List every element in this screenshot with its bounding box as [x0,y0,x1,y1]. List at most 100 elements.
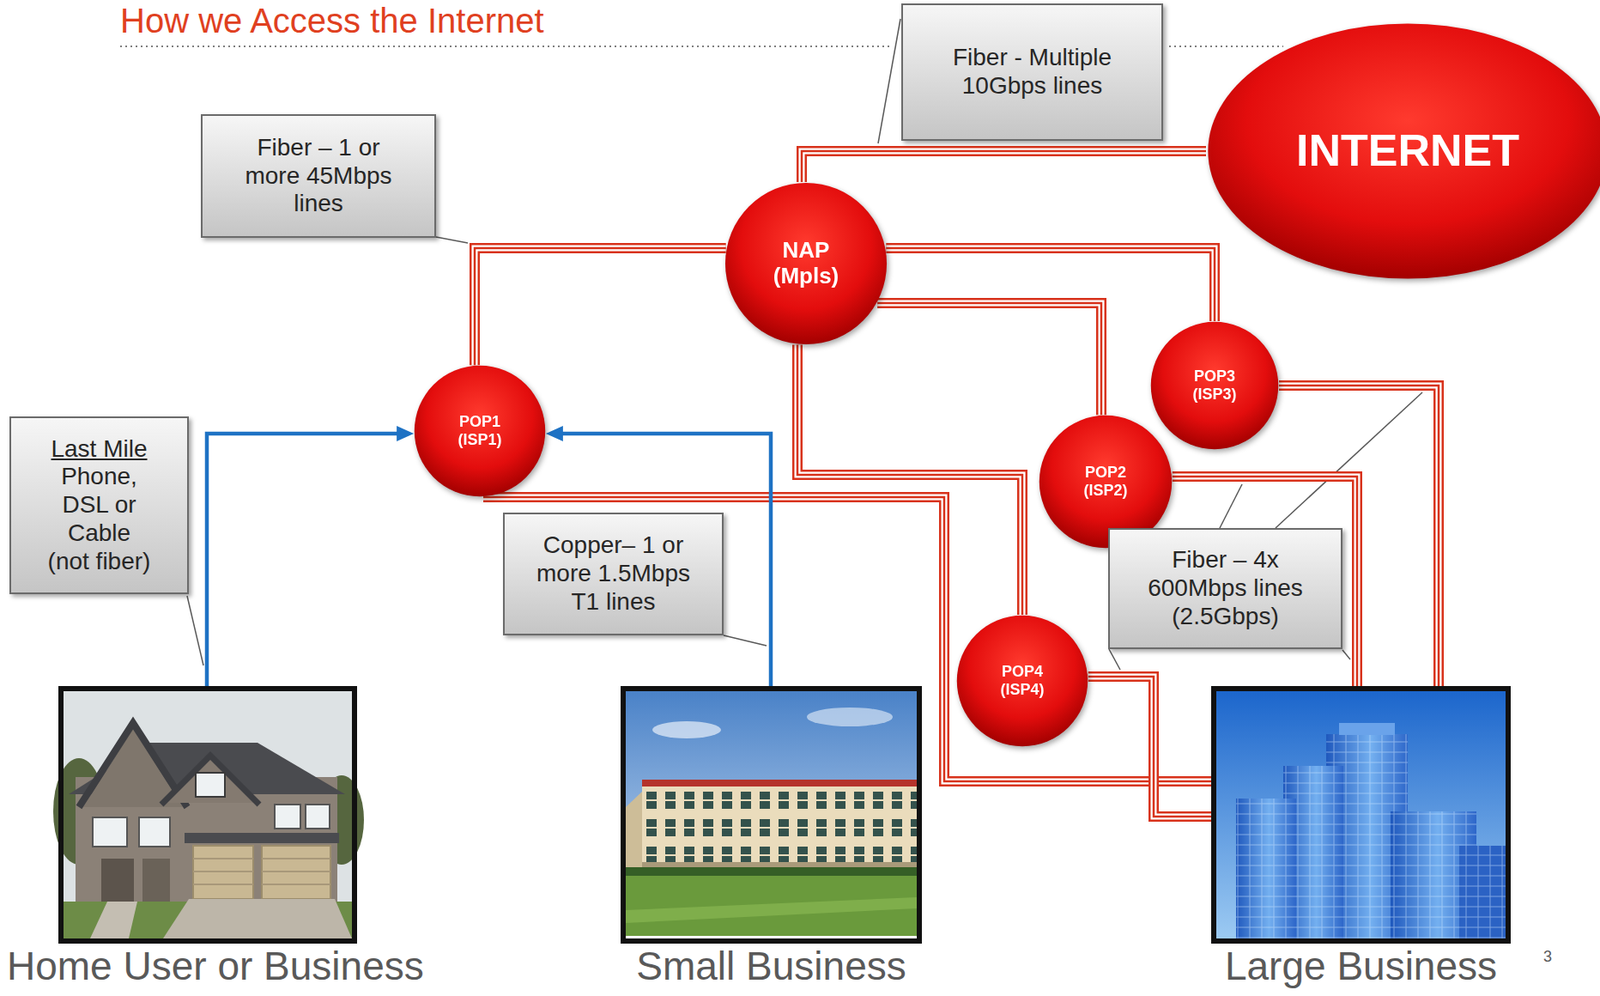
towers-photo [1216,690,1506,939]
towers-photo [1339,722,1395,735]
house-photo [163,898,352,939]
callout-box: Fiber – 1 or more 45Mbps lines [200,114,437,238]
photo-caption: Large Business [1224,945,1497,987]
photo-caption: Small Business [636,945,906,987]
school-photo [625,875,917,936]
node-label: NAP (Mpls) [761,237,851,290]
fiber-core [1088,676,1212,817]
house-photo [142,858,170,902]
building-photo: Home User or Business [58,685,358,944]
fiber-core [801,151,1207,182]
callout-box: Fiber - Multiple 10Gbps lines [901,3,1164,141]
school-photo [806,707,893,727]
fiber-core [797,345,1023,616]
school-photo [625,896,917,923]
disc-fill [957,615,1088,746]
fiber-link [877,303,1102,415]
leader-line [1342,649,1351,660]
fiber-link [885,248,1215,322]
school-photo [625,690,917,936]
fiber-link [474,248,727,365]
node-label: INTERNET [1296,125,1520,177]
title-area: How we Access the Internet [120,1,545,41]
cloud-fill [1207,24,1600,279]
school-photo [652,721,722,739]
building-photo: Large Business [1211,685,1511,944]
house-photo [90,901,138,939]
towers-photo [1216,690,1506,939]
disc-fill [1151,321,1279,450]
fiber-gap [885,248,1215,322]
fiber-core [885,248,1215,322]
house-photo [161,755,260,805]
fiber-outer [801,151,1207,182]
house-photo [101,858,134,902]
house-photo [193,858,331,885]
towers-photo [1236,798,1297,939]
arrow-head [396,425,414,442]
access-line [206,433,399,686]
fiber-outer [885,248,1215,322]
dotted-rule [120,45,893,48]
fiber-link [1088,676,1212,817]
fiber-link [801,151,1207,182]
label-area: 3 [1543,947,1552,966]
towers-photo [1459,845,1506,939]
house-photo [92,817,128,847]
school-photo [642,779,917,788]
school-photo [642,786,917,866]
fiber-gap [877,303,1102,415]
towers-photo [1459,845,1506,939]
leader-line [878,18,901,144]
pop-circle: POP1 (ISP1) [413,364,546,497]
school-photo [625,791,643,873]
fiber-outer [797,345,1023,616]
disc-fill [414,365,546,497]
callout-text: Fiber - Multiple 10Gbps lines [927,43,1138,101]
node-label: POP3 (ISP3) [1183,367,1246,403]
page-number: 3 [1543,947,1552,966]
callout-text: Fiber – 4x 600Mbps lines (2.5Gbps) [1127,545,1325,631]
node-label: POP1 (ISP1) [448,412,511,449]
leader-line [436,236,468,243]
house-photo [184,832,340,843]
fiber-outer [1088,676,1212,817]
callout-box: Last MilePhone, DSL or Cable (not fiber) [9,416,189,594]
callout-text: Fiber – 1 or more 45Mbps lines [230,133,407,219]
house-photo [63,690,352,939]
callout-box: Fiber – 4x 600Mbps lines (2.5Gbps) [1108,527,1343,649]
house-photo [139,817,170,847]
house-photo [53,690,364,939]
school-photo [625,690,917,936]
fiber-gap [474,248,727,365]
towers-photo [1236,798,1297,939]
callout-heading: Last Mile [50,435,147,464]
internet-cloud: INTERNET [1206,22,1600,280]
fiber-outer [474,248,727,365]
building-photo: Small Business [620,685,922,944]
leader-line [1275,392,1423,528]
fiber-gap [797,345,1023,616]
pop-circle: POP4 (ISP4) [956,614,1089,747]
house-photo [305,804,330,829]
fiber-core [474,248,727,365]
dotted-rule [1169,45,1284,48]
leader-line [187,595,204,666]
arrow-head [545,425,564,442]
fiber-outer [877,303,1102,415]
access-link [206,425,414,686]
disc-fill [725,182,887,345]
node-label: POP4 (ISP4) [991,662,1054,698]
leader-line [1109,648,1121,670]
callout-box: Copper– 1 or more 1.5Mbps T1 lines [503,512,724,636]
house-photo [164,758,256,803]
pop-circle: POP3 (ISP3) [1150,321,1279,450]
house-photo [195,772,225,797]
fiber-gap [1088,676,1212,817]
fiber-core [877,303,1102,415]
fiber-link [797,345,1023,616]
house-photo [274,804,301,829]
node-label: POP2 (ISP2) [1074,463,1137,499]
pop-circle: NAP (Mpls) [724,181,888,346]
